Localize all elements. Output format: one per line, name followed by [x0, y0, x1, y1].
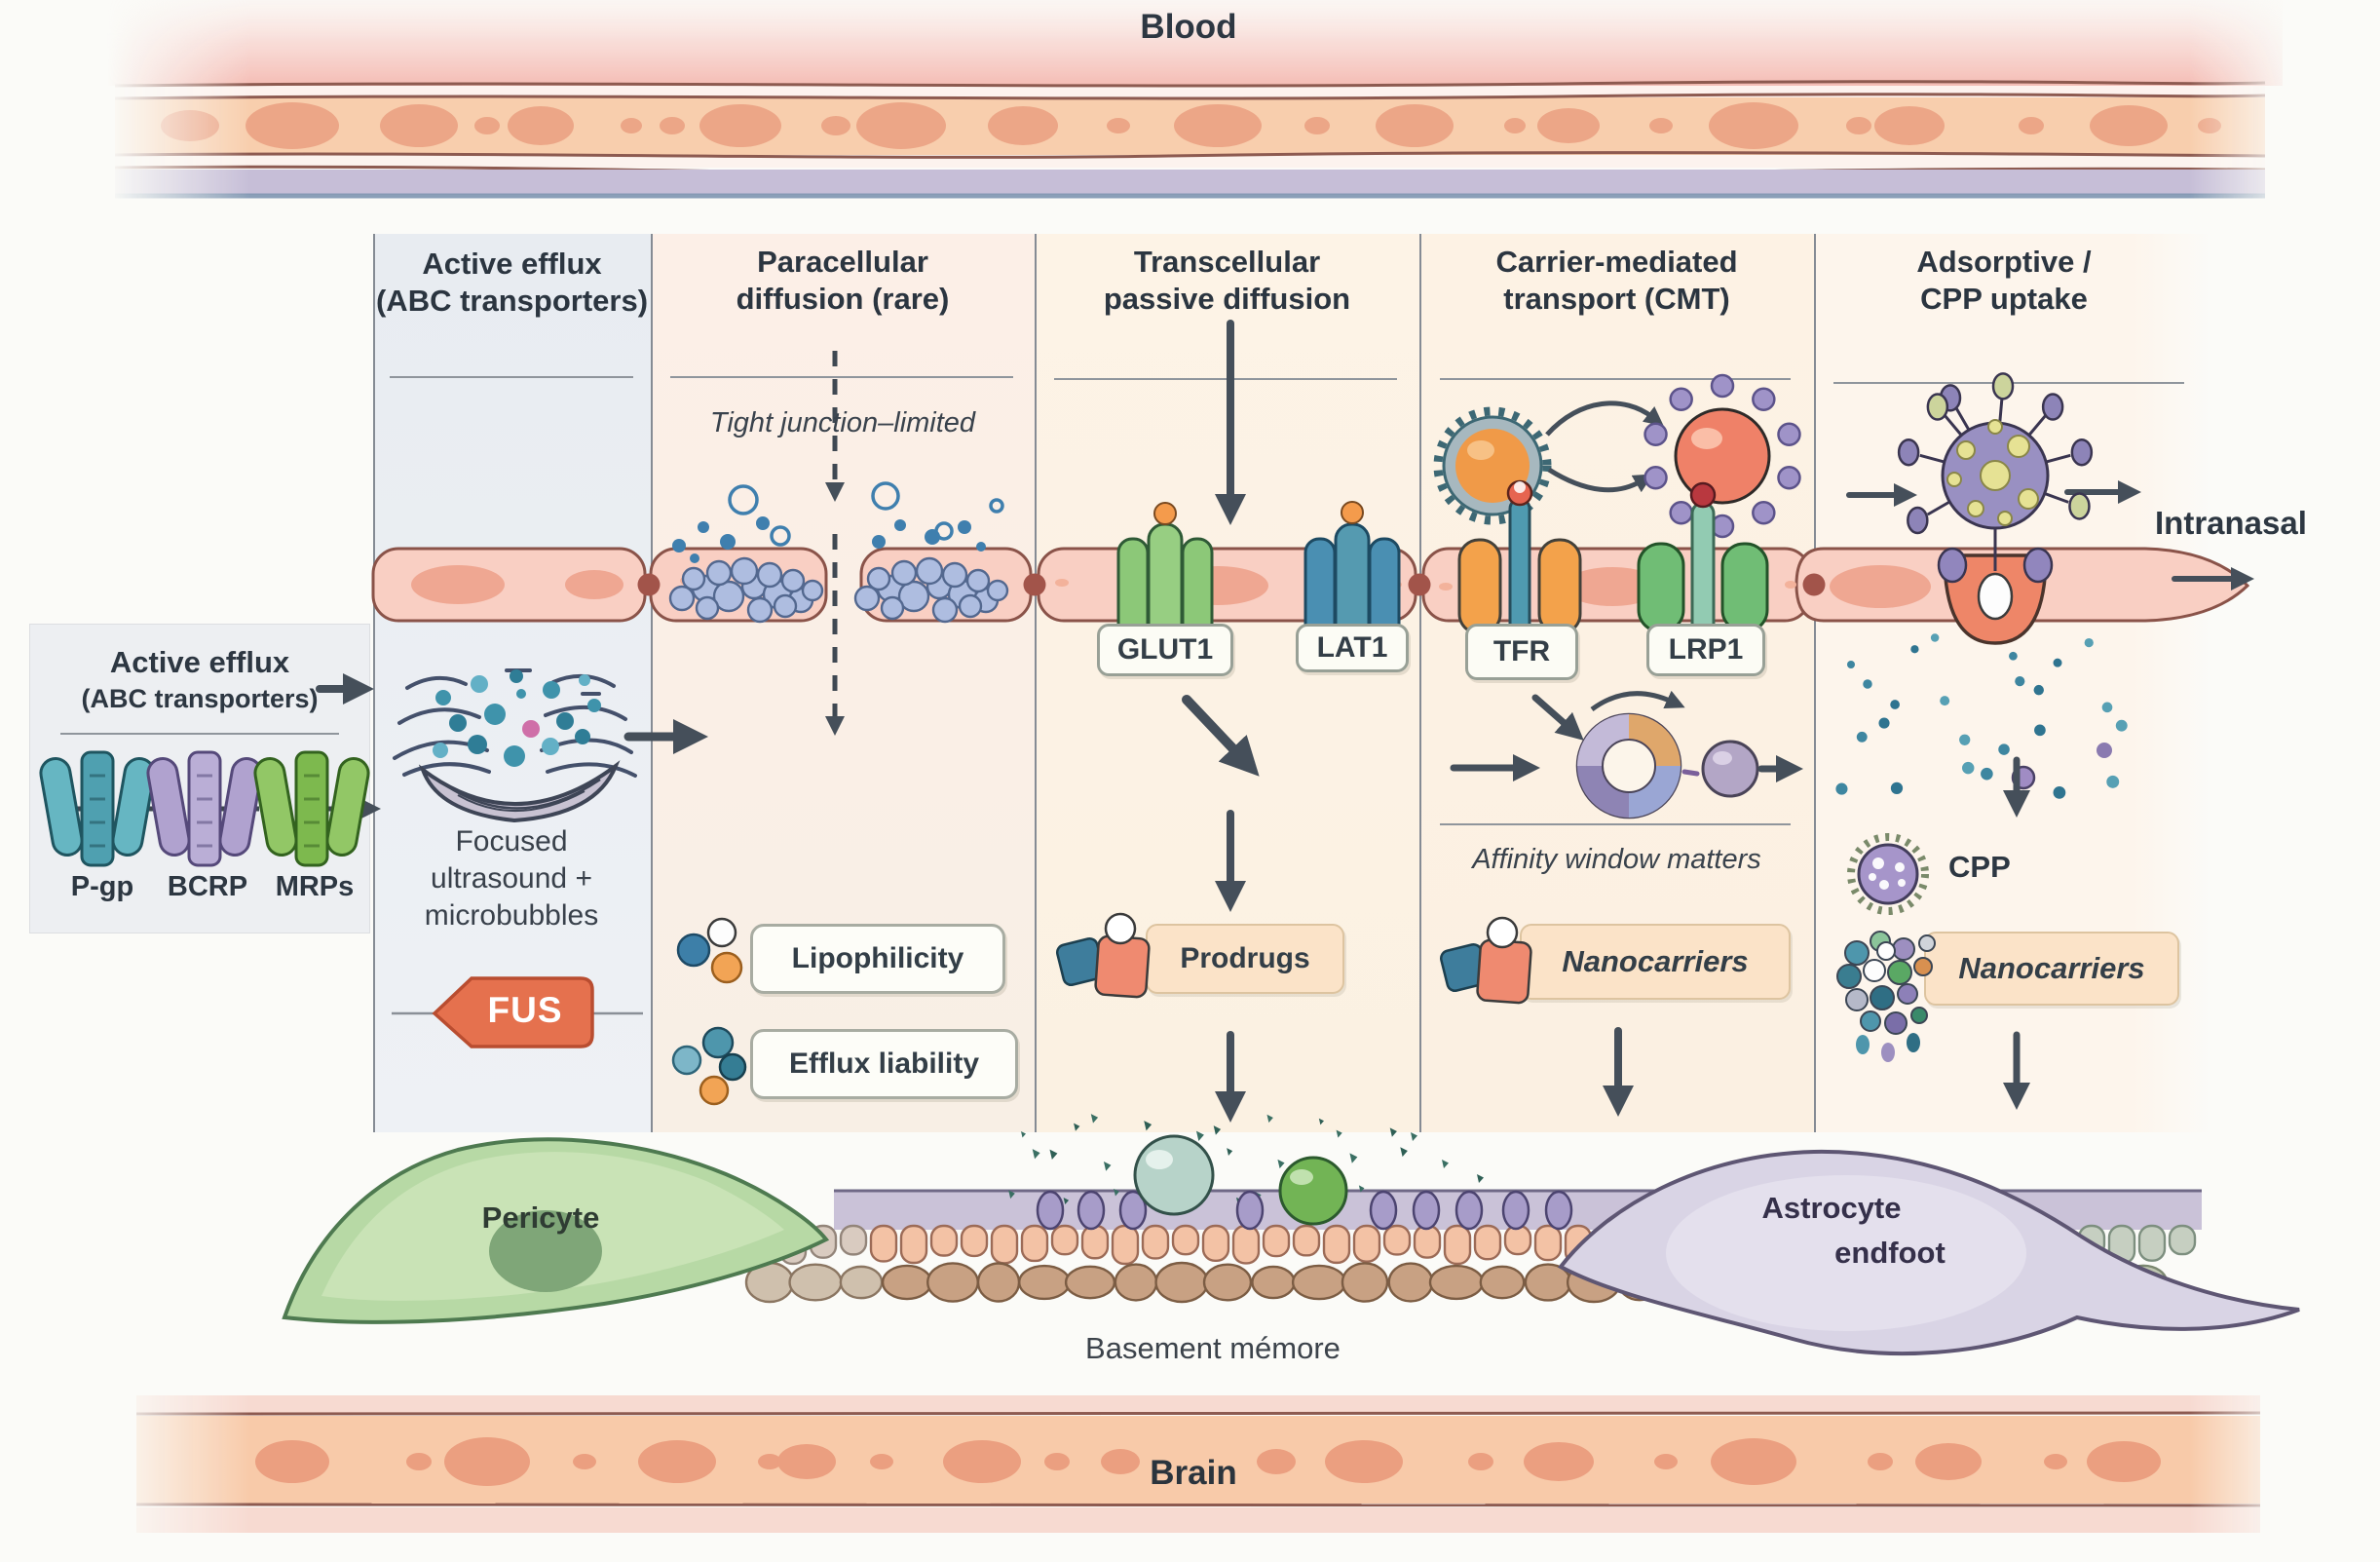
column-header-paracellular: Paracellular diffusion (rare)	[651, 244, 1035, 319]
lat1-label-box: LAT1	[1296, 624, 1409, 672]
pgp-label: P-gp	[70, 871, 134, 902]
nanocarriers-cmt-label-box: Nanocarriers	[1520, 924, 1791, 1000]
focused-ultrasound-illustration	[392, 668, 708, 1048]
solute-bubble-clusters	[668, 556, 1009, 624]
brain-vessel-bottom	[135, 1395, 2261, 1533]
divider-col2-col3	[1035, 234, 1037, 1132]
abc-box-separator	[60, 733, 339, 735]
payload-sphere-teal	[1133, 1134, 1215, 1216]
open-bubble-rings	[728, 481, 1004, 547]
fus-badge-label: FUS	[487, 990, 563, 1030]
lat1-transporter-icon	[1303, 501, 1401, 645]
divider-col4-col5	[1814, 234, 1816, 1132]
pericyte-cell	[282, 1137, 830, 1324]
tight-junction-dot	[1408, 573, 1431, 596]
affinity-separator	[1440, 823, 1791, 825]
blood-region-label: Blood	[1140, 8, 1237, 46]
column-header-transcellular: Transcellular passive diffusion	[1035, 244, 1419, 319]
top-vessel-cells	[161, 102, 2221, 149]
released-cargo-spray	[1835, 633, 2128, 799]
header-line2: diffusion (rare)	[736, 282, 950, 317]
bottom-vessel-cells	[255, 1437, 2161, 1486]
divider-col1-col2	[651, 234, 653, 1132]
bcrp-transporter-icon	[146, 750, 263, 867]
ligand-particle-icon	[1433, 406, 1552, 525]
paracellular-illustration	[668, 351, 1009, 736]
bcrp-label: BCRP	[167, 871, 248, 902]
header-line2: passive diffusion	[1103, 282, 1351, 317]
astrocyte-endfoot-cell	[1557, 1149, 2300, 1356]
astrocyte-label-line2: endfoot	[1834, 1236, 1946, 1270]
astrocyte-label-line1: Astrocyte	[1761, 1191, 1902, 1225]
header-separator-col2	[670, 376, 1013, 378]
column-header-adsorptive: Adsorptive / CPP uptake	[1814, 244, 2194, 319]
abc-box-subtitle: (ABC transporters)	[81, 684, 319, 713]
basement-membrane-region	[282, 1114, 2300, 1356]
pgp-transporter-icon	[39, 750, 156, 867]
header-separator-col3	[1054, 378, 1397, 380]
adsorptive-illustration	[1835, 372, 2254, 1110]
header-line1: Adsorptive /	[1916, 245, 2092, 279]
fus-badge-shape	[432, 976, 594, 1048]
glut1-label-box: GLUT1	[1097, 624, 1233, 676]
header-line1: Paracellular	[757, 245, 928, 279]
header-separator-col4	[1440, 378, 1791, 380]
glut1-transporter-icon	[1116, 502, 1214, 645]
brain-region-label: Brain	[1150, 1454, 1237, 1492]
tight-junction-note: Tight junction–limited	[709, 407, 976, 438]
cmt-illustration	[1433, 373, 1803, 1117]
nanocarriers-cpp-label-box: Nanocarriers	[1924, 932, 2179, 1006]
affinity-window-note: Affinity window matters	[1472, 844, 1761, 875]
transcellular-illustration	[1116, 320, 1401, 1123]
divider-col1-left	[373, 234, 375, 1132]
column-header-active-efflux: Active efflux (ABC transporters)	[373, 246, 651, 321]
lrp1-transporter-icon	[1637, 481, 1769, 637]
tfr-label-box: TFR	[1465, 624, 1578, 680]
tight-junction-dot	[1802, 573, 1826, 596]
header-line2: CPP uptake	[1920, 282, 2088, 317]
fus-caption: Focused ultrasound + microbubbles	[424, 825, 599, 932]
mrps-label: MRPs	[275, 871, 355, 902]
virus-knobs	[1897, 372, 2094, 535]
divider-col3-col4	[1419, 234, 1421, 1132]
cpp-label: CPP	[1948, 850, 2011, 884]
blood-vessel-top	[97, 0, 2283, 199]
header-line2: (ABC transporters)	[375, 284, 649, 319]
header-line1: Carrier-mediated	[1495, 245, 1738, 279]
small-solute-dots	[672, 516, 986, 563]
prodrugs-label-box: Prodrugs	[1146, 924, 1344, 994]
column-header-cmt: Carrier-mediated transport (CMT)	[1419, 244, 1814, 319]
basement-membrane-label: Basement mémore	[1085, 1331, 1341, 1365]
header-line1: Active efflux	[422, 247, 602, 281]
microbubbles	[433, 669, 601, 767]
abc-box-title: Active efflux	[109, 645, 290, 679]
header-line2: transport (CMT)	[1503, 282, 1730, 317]
pericyte-label: Pericyte	[481, 1200, 600, 1235]
virus-particle-icon	[1941, 419, 2050, 530]
efflux-liability-label-box: Efflux liability	[750, 1029, 1018, 1099]
header-line1: Transcellular	[1133, 245, 1321, 279]
header-separator-col1	[390, 376, 633, 378]
abc-transporter-icons	[39, 673, 381, 867]
tight-junction-dot	[637, 573, 661, 596]
endosome-sorting-diagram	[1450, 690, 1803, 819]
lrp1-label-box: LRP1	[1646, 624, 1765, 676]
tight-junction-dot	[1023, 573, 1046, 596]
ultrasound-transducer	[418, 760, 621, 823]
membrane-teardrop-particles	[1036, 1190, 1573, 1231]
payload-sphere-green	[1278, 1156, 1348, 1226]
lipophilicity-label-box: Lipophilicity	[750, 924, 1005, 994]
targeted-nanoparticle-icon	[1643, 373, 1801, 539]
mrps-transporter-icon	[253, 750, 370, 867]
intranasal-label: Intranasal	[2155, 505, 2307, 541]
